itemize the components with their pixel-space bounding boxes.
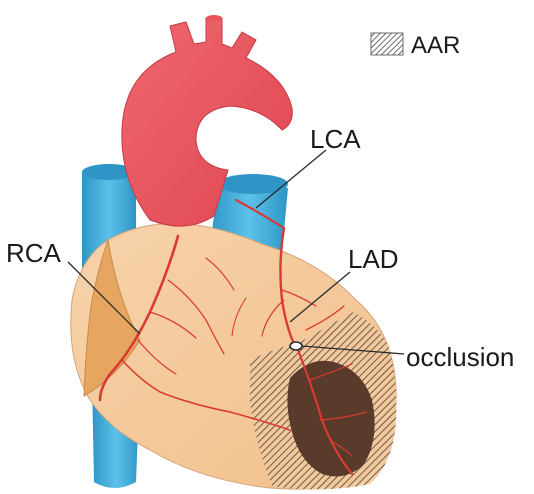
label-lca: LCA [310, 124, 361, 154]
legend: AAR [371, 32, 460, 59]
label-rca: RCA [6, 238, 62, 268]
label-lad: LAD [348, 244, 399, 274]
hatched-swatch-icon [371, 33, 403, 55]
occlusion-marker [290, 342, 302, 350]
legend-label-aar: AAR [411, 32, 460, 59]
aorta-branch-top [206, 15, 222, 21]
label-occlusion: occlusion [406, 342, 514, 372]
